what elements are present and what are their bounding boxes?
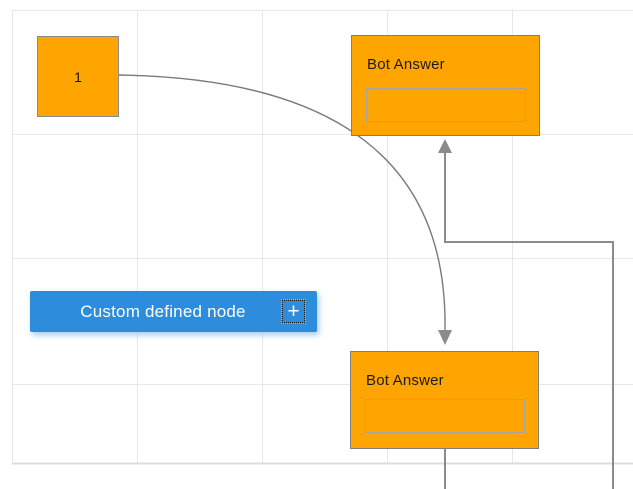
node-title: Bot Answer bbox=[366, 372, 444, 389]
node-start-label: 1 bbox=[74, 68, 82, 85]
answer-input-box[interactable] bbox=[366, 88, 526, 122]
curved-connector[interactable] bbox=[118, 74, 446, 331]
orthogonal-connector[interactable] bbox=[444, 152, 614, 489]
node-bot-answer-top[interactable]: Bot Answer bbox=[351, 35, 540, 136]
node-title: Bot Answer bbox=[367, 56, 445, 73]
node-bot-answer-bottom[interactable]: Bot Answer bbox=[350, 351, 539, 449]
node-start[interactable]: 1 bbox=[37, 36, 119, 117]
node-custom-label: Custom defined node bbox=[80, 301, 246, 321]
arrowhead-down-icon bbox=[438, 330, 452, 345]
add-node-button[interactable]: + bbox=[281, 299, 306, 324]
plus-icon: + bbox=[287, 300, 300, 323]
arrowhead-up-icon bbox=[438, 139, 452, 153]
answer-input-box[interactable] bbox=[365, 399, 525, 433]
node-custom-defined[interactable]: Custom defined node + bbox=[30, 291, 317, 332]
